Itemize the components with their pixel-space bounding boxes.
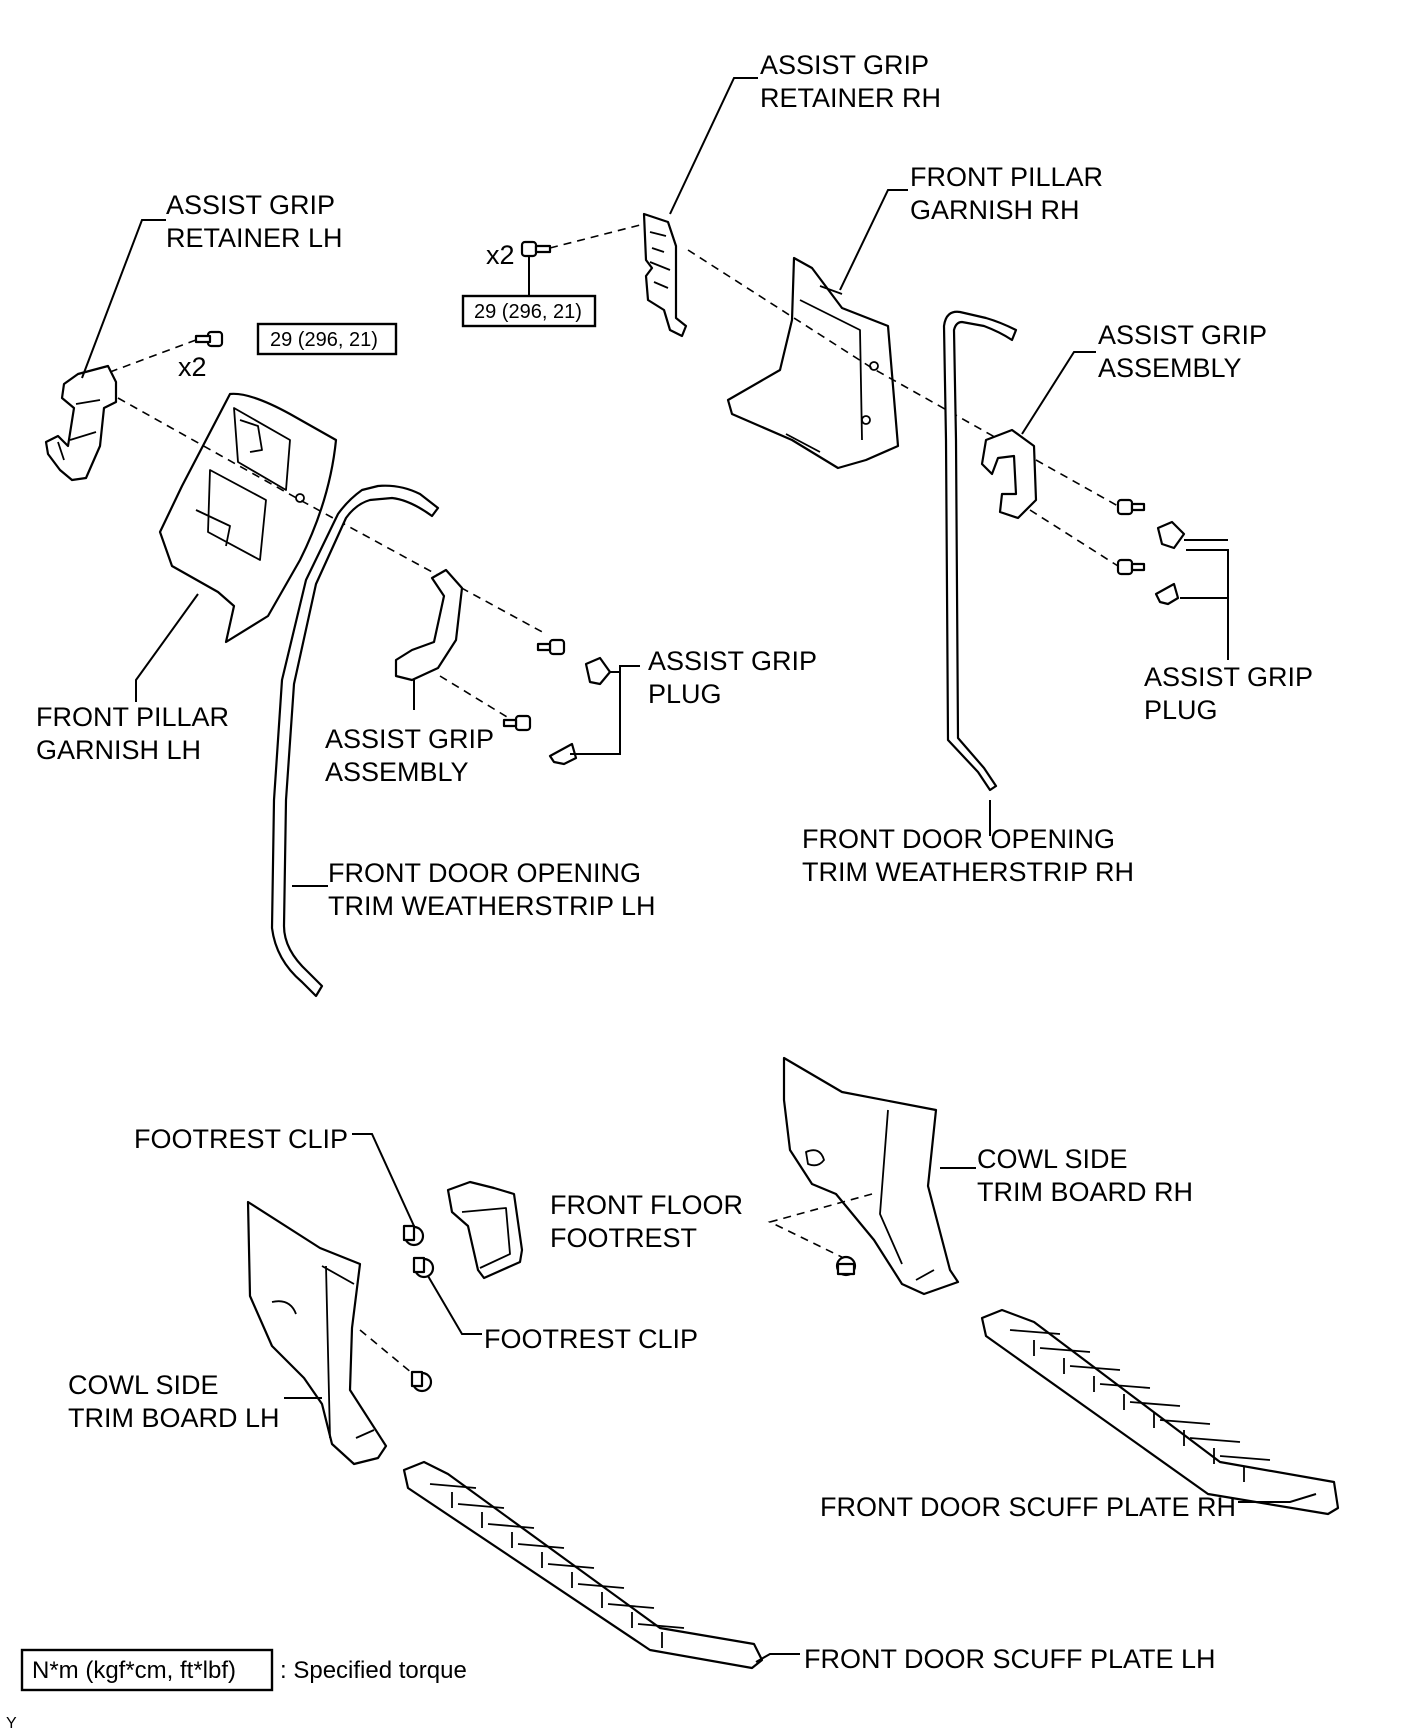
svg-text:ASSIST GRIP: ASSIST GRIP (1144, 662, 1313, 692)
figure-code: Y (6, 1715, 17, 1732)
screw-lh-lower-icon (502, 714, 532, 732)
svg-text:TRIM BOARD LH: TRIM BOARD LH (68, 1403, 280, 1433)
screw-rh-lower-icon (1116, 558, 1146, 576)
label-footrest-clip-bottom: FOOTREST CLIP (484, 1324, 698, 1354)
svg-text:ASSEMBLY: ASSEMBLY (325, 757, 469, 787)
label-weatherstrip-rh: FRONT DOOR OPENING TRIM WEATHERSTRIP RH (802, 824, 1134, 887)
svg-text:COWL SIDE: COWL SIDE (977, 1144, 1128, 1174)
svg-text:ASSIST GRIP: ASSIST GRIP (166, 190, 335, 220)
svg-text:RETAINER RH: RETAINER RH (760, 83, 941, 113)
bolt-lh-icon (194, 330, 224, 348)
svg-text:FOOTREST: FOOTREST (550, 1223, 697, 1253)
label-front-floor-footrest: FRONT FLOOR FOOTREST (550, 1190, 743, 1253)
svg-text:TRIM WEATHERSTRIP LH: TRIM WEATHERSTRIP LH (328, 891, 656, 921)
bolt-rh-icon (520, 240, 552, 258)
svg-text:GARNISH LH: GARNISH LH (36, 735, 201, 765)
clip-lh-icon (410, 1370, 433, 1393)
quantity-lh: x2 (178, 352, 207, 382)
front-floor-footrest-part (446, 1180, 524, 1280)
label-scuff-plate-rh: FRONT DOOR SCUFF PLATE RH (820, 1492, 1236, 1522)
legend-box (20, 1648, 274, 1692)
weatherstrip-lh-part (270, 484, 440, 998)
assist-grip-retainer-rh-part (642, 212, 688, 338)
footrest-clip-top-icon (402, 1224, 425, 1247)
label-assist-grip-assembly-rh: ASSIST GRIP ASSEMBLY (1098, 320, 1267, 383)
svg-text:PLUG: PLUG (648, 679, 722, 709)
svg-text:FRONT PILLAR: FRONT PILLAR (910, 162, 1103, 192)
plug-lh-upper-icon (584, 656, 612, 686)
svg-text:FRONT DOOR OPENING: FRONT DOOR OPENING (328, 858, 641, 888)
label-weatherstrip-lh: FRONT DOOR OPENING TRIM WEATHERSTRIP LH (328, 858, 656, 921)
screw-lh-upper-icon (536, 638, 566, 656)
label-assist-grip-retainer-rh: ASSIST GRIP RETAINER RH (760, 50, 941, 113)
footrest-clip-bottom-icon (412, 1256, 435, 1279)
torque-box-rh (461, 294, 597, 328)
assist-grip-assembly-rh-part (980, 428, 1038, 520)
label-cowl-side-trim-board-rh: COWL SIDE TRIM BOARD RH (977, 1144, 1193, 1207)
label-assist-grip-plug-rh: ASSIST GRIP PLUG (1144, 662, 1313, 725)
front-pillar-garnish-lh-part (158, 392, 338, 644)
clip-rh-icon (835, 1255, 857, 1277)
svg-text:FRONT PILLAR: FRONT PILLAR (36, 702, 229, 732)
label-cowl-side-trim-board-lh: COWL SIDE TRIM BOARD LH (68, 1370, 280, 1433)
svg-text:RETAINER LH: RETAINER LH (166, 223, 343, 253)
torque-value-rh: 29 (296, 21) (474, 301, 582, 323)
svg-text:ASSIST GRIP: ASSIST GRIP (648, 646, 817, 676)
svg-text:ASSIST GRIP: ASSIST GRIP (760, 50, 929, 80)
svg-text:COWL SIDE: COWL SIDE (68, 1370, 219, 1400)
label-assist-grip-assembly-lh: ASSIST GRIP ASSEMBLY (325, 724, 494, 787)
svg-text:ASSIST GRIP: ASSIST GRIP (325, 724, 494, 754)
weatherstrip-rh-part (942, 310, 1018, 792)
torque-box-lh (256, 322, 398, 356)
quantity-rh: x2 (486, 240, 515, 270)
legend-box-text: N*m (kgf*cm, ft*lbf) (32, 1657, 236, 1684)
assist-grip-assembly-lh-part (394, 568, 464, 682)
svg-text:FRONT DOOR OPENING: FRONT DOOR OPENING (802, 824, 1115, 854)
label-scuff-plate-lh: FRONT DOOR SCUFF PLATE LH (804, 1644, 1216, 1674)
screw-rh-upper-icon (1116, 498, 1146, 516)
svg-text:TRIM WEATHERSTRIP RH: TRIM WEATHERSTRIP RH (802, 857, 1134, 887)
svg-text:FRONT FLOOR: FRONT FLOOR (550, 1190, 743, 1220)
plug-rh-lower-icon (1154, 582, 1180, 606)
label-assist-grip-retainer-lh: ASSIST GRIP RETAINER LH (166, 190, 343, 253)
svg-text:ASSIST GRIP: ASSIST GRIP (1098, 320, 1267, 350)
svg-text:GARNISH RH: GARNISH RH (910, 195, 1080, 225)
torque-value-lh: 29 (296, 21) (270, 329, 378, 351)
svg-text:ASSEMBLY: ASSEMBLY (1098, 353, 1242, 383)
cowl-side-trim-board-rh-part (782, 1056, 960, 1296)
svg-text:TRIM BOARD RH: TRIM BOARD RH (977, 1177, 1193, 1207)
scuff-plate-rh-part (980, 1308, 1340, 1516)
plug-lh-lower-icon (548, 742, 578, 766)
label-front-pillar-garnish-rh: FRONT PILLAR GARNISH RH (910, 162, 1103, 225)
svg-text:PLUG: PLUG (1144, 695, 1218, 725)
plug-rh-upper-icon (1156, 520, 1186, 550)
front-pillar-garnish-rh-part (726, 256, 900, 470)
label-assist-grip-plug-lh: ASSIST GRIP PLUG (648, 646, 817, 709)
label-footrest-clip-top: FOOTREST CLIP (134, 1124, 348, 1154)
label-front-pillar-garnish-lh: FRONT PILLAR GARNISH LH (36, 702, 229, 765)
assist-grip-retainer-lh-part (44, 364, 118, 482)
legend-description: : Specified torque (280, 1657, 467, 1684)
cowl-side-trim-board-lh-part (246, 1200, 388, 1466)
scuff-plate-lh-part (402, 1460, 764, 1670)
